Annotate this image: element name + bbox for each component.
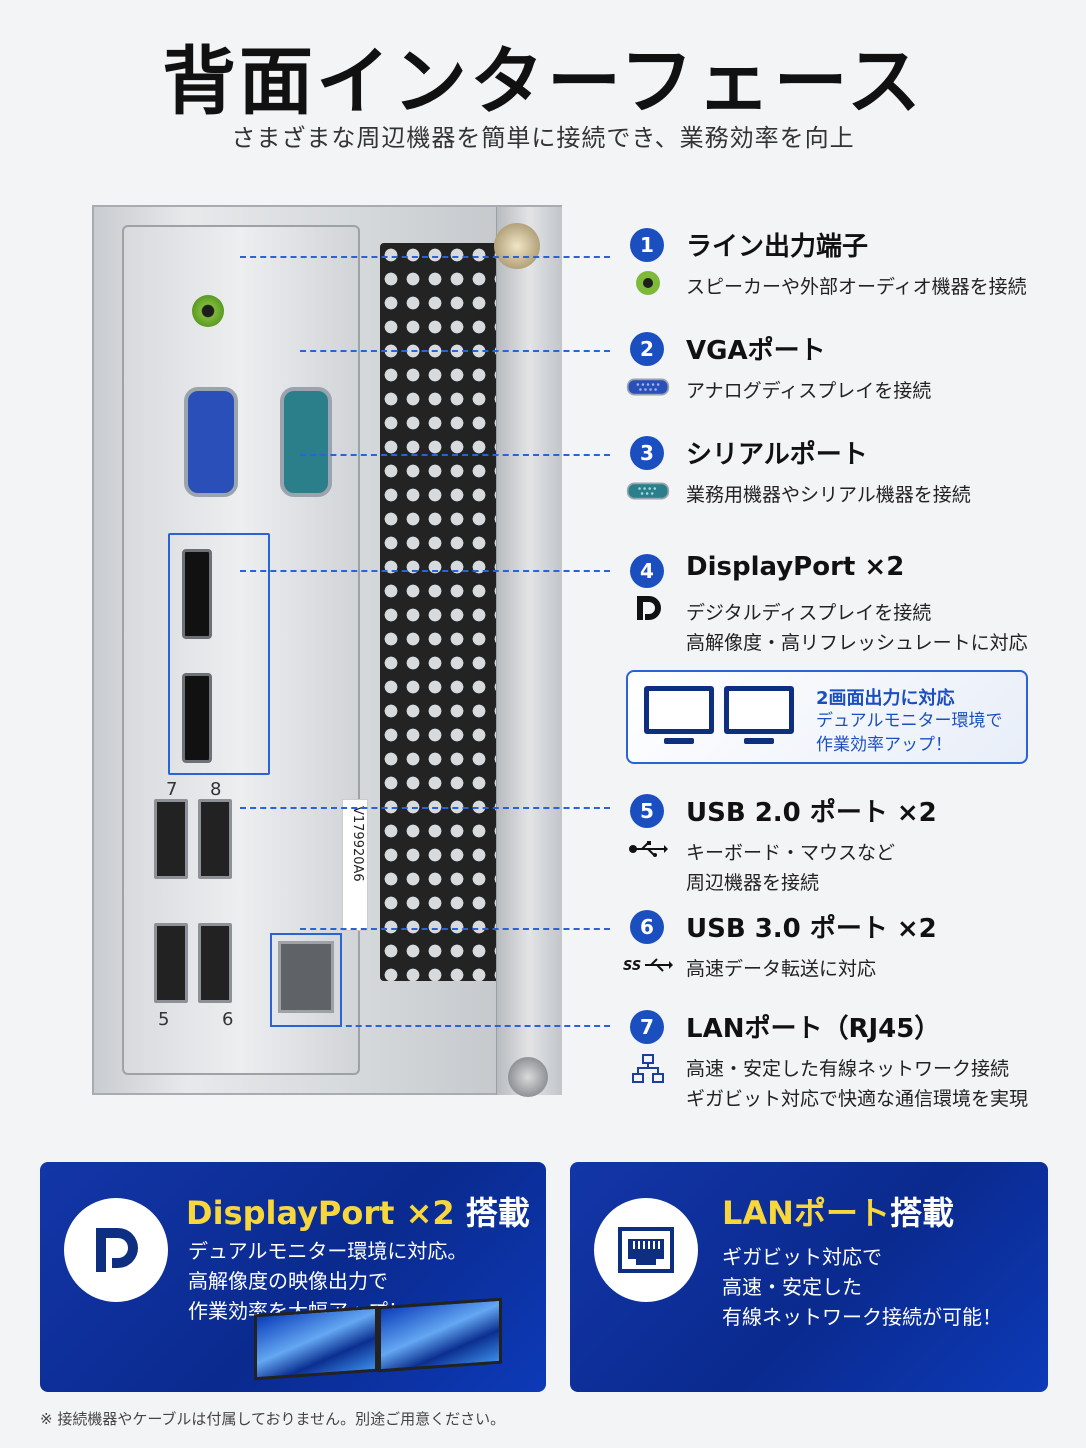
page-subtitle: さまざまな周辺機器を簡単に接続でき、業務効率を向上 (231, 124, 855, 152)
feature-desc: 高速・安定した有線ネットワーク接続ギガビット対応で快適な通信環境を実現 (686, 1058, 1029, 1111)
feature-desc: 業務用機器やシリアル機器を接続 (686, 484, 971, 506)
network-icon (626, 1054, 670, 1084)
feature-number: 7 (630, 1010, 664, 1044)
connector-line-7 (316, 1025, 610, 1027)
displayport-group (168, 533, 270, 775)
serial-sticker: V179920A6 (342, 799, 368, 931)
usb3-port-5 (154, 923, 188, 1003)
vga-icon (626, 372, 670, 402)
feature-title: USB 2.0 ポート ×2 (686, 798, 937, 828)
feature-title: VGAポート (686, 336, 826, 366)
displayport-2 (182, 673, 212, 763)
feature-number: 1 (630, 228, 664, 262)
expansion-slot (496, 207, 562, 1095)
feature-title: DisplayPort ×2 (686, 552, 905, 582)
connector-line-3 (300, 454, 610, 456)
audio-jack-icon (626, 268, 670, 298)
serial-icon (626, 476, 670, 506)
card-desc: ギガビット対応で高速・安定した有線ネットワーク接続が可能！ (722, 1245, 1002, 1329)
feature-desc: アナログディスプレイを接続 (686, 380, 932, 402)
dual-title: 2画面出力に対応 (816, 688, 955, 709)
connector-line-1 (240, 256, 610, 258)
monitor-stand (744, 738, 774, 744)
io-plate: 7 8 5 6 V179920A6 (122, 225, 368, 1075)
monitor-icon (724, 686, 794, 734)
feature-desc: キーボード・マウスなど周辺機器を接続 (686, 842, 896, 895)
feature-title: シリアルポート (686, 440, 868, 470)
usb3-port-6 (198, 923, 232, 1003)
monitor-icon (644, 686, 714, 734)
feature-number: 5 (630, 794, 664, 828)
usb3-icon: SS (622, 950, 674, 980)
connector-line-2 (300, 350, 610, 352)
usb2-port-7 (154, 799, 188, 879)
connector-line-4 (240, 570, 610, 572)
displayport-1 (182, 549, 212, 639)
rear-panel-image: 7 8 5 6 V179920A6 (92, 205, 562, 1097)
displayport-card: DisplayPort ×2 搭載 デュアルモニター環境に対応。高解像度の映像出… (40, 1162, 546, 1392)
sticker-text: V179920A6 (350, 806, 365, 882)
vga-connector (184, 387, 238, 497)
card-title: LANポート搭載 (722, 1194, 954, 1232)
feature-number: 4 (630, 554, 664, 588)
usb2-port-8 (198, 799, 232, 879)
dual-desc: デュアルモニター環境で作業効率アップ！ (816, 711, 1003, 755)
feature-desc: 高速データ転送に対応 (686, 958, 877, 980)
connector-line-6 (300, 928, 610, 930)
dual-monitor-callout: 2画面出力に対応 デュアルモニター環境で作業効率アップ！ (626, 670, 1028, 764)
monitor-stand (664, 738, 694, 744)
port-label-6: 6 (222, 1009, 234, 1030)
serial-connector (280, 387, 332, 497)
rj45-port (278, 941, 334, 1013)
lan-port-icon (594, 1198, 698, 1302)
monitor-image-right (378, 1297, 502, 1373)
lan-port-group (270, 933, 342, 1027)
svg-text:SS: SS (623, 959, 641, 974)
displayport-icon (626, 594, 670, 624)
port-label-8: 8 (210, 779, 222, 800)
feature-desc: デジタルディスプレイを接続高解像度・高リフレッシュレートに対応 (686, 602, 1028, 655)
vent-grille (380, 243, 500, 981)
connector-line-5 (240, 807, 610, 809)
feature-desc: スピーカーや外部オーディオ機器を接続 (686, 276, 1027, 298)
lan-card: LANポート搭載 ギガビット対応で高速・安定した有線ネットワーク接続が可能！ (570, 1162, 1048, 1392)
thumb-screw-bottom (508, 1057, 548, 1097)
monitor-image-left (254, 1305, 378, 1381)
feature-number: 3 (630, 436, 664, 470)
port-label-7: 7 (166, 779, 178, 800)
feature-title: ライン出力端子 (686, 232, 869, 262)
page-title: 背面インターフェース (162, 39, 924, 125)
card-desc: デュアルモニター環境に対応。高解像度の映像出力で作業効率を大幅アップ！ (188, 1239, 468, 1323)
card-title: DisplayPort ×2 搭載 (186, 1194, 530, 1232)
feature-number: 2 (630, 332, 664, 366)
feature-number: 6 (630, 910, 664, 944)
feature-title: LANポート（RJ45） (686, 1014, 941, 1044)
line-out-jack (192, 295, 224, 327)
port-label-5: 5 (158, 1009, 170, 1030)
displayport-logo-icon (64, 1198, 168, 1302)
feature-title: USB 3.0 ポート ×2 (686, 914, 937, 944)
thumb-screw-top (494, 223, 540, 269)
footnote: ※ 接続機器やケーブルは付属しておりません。別途ご用意ください。 (40, 1410, 506, 1428)
usb-icon (626, 834, 670, 864)
